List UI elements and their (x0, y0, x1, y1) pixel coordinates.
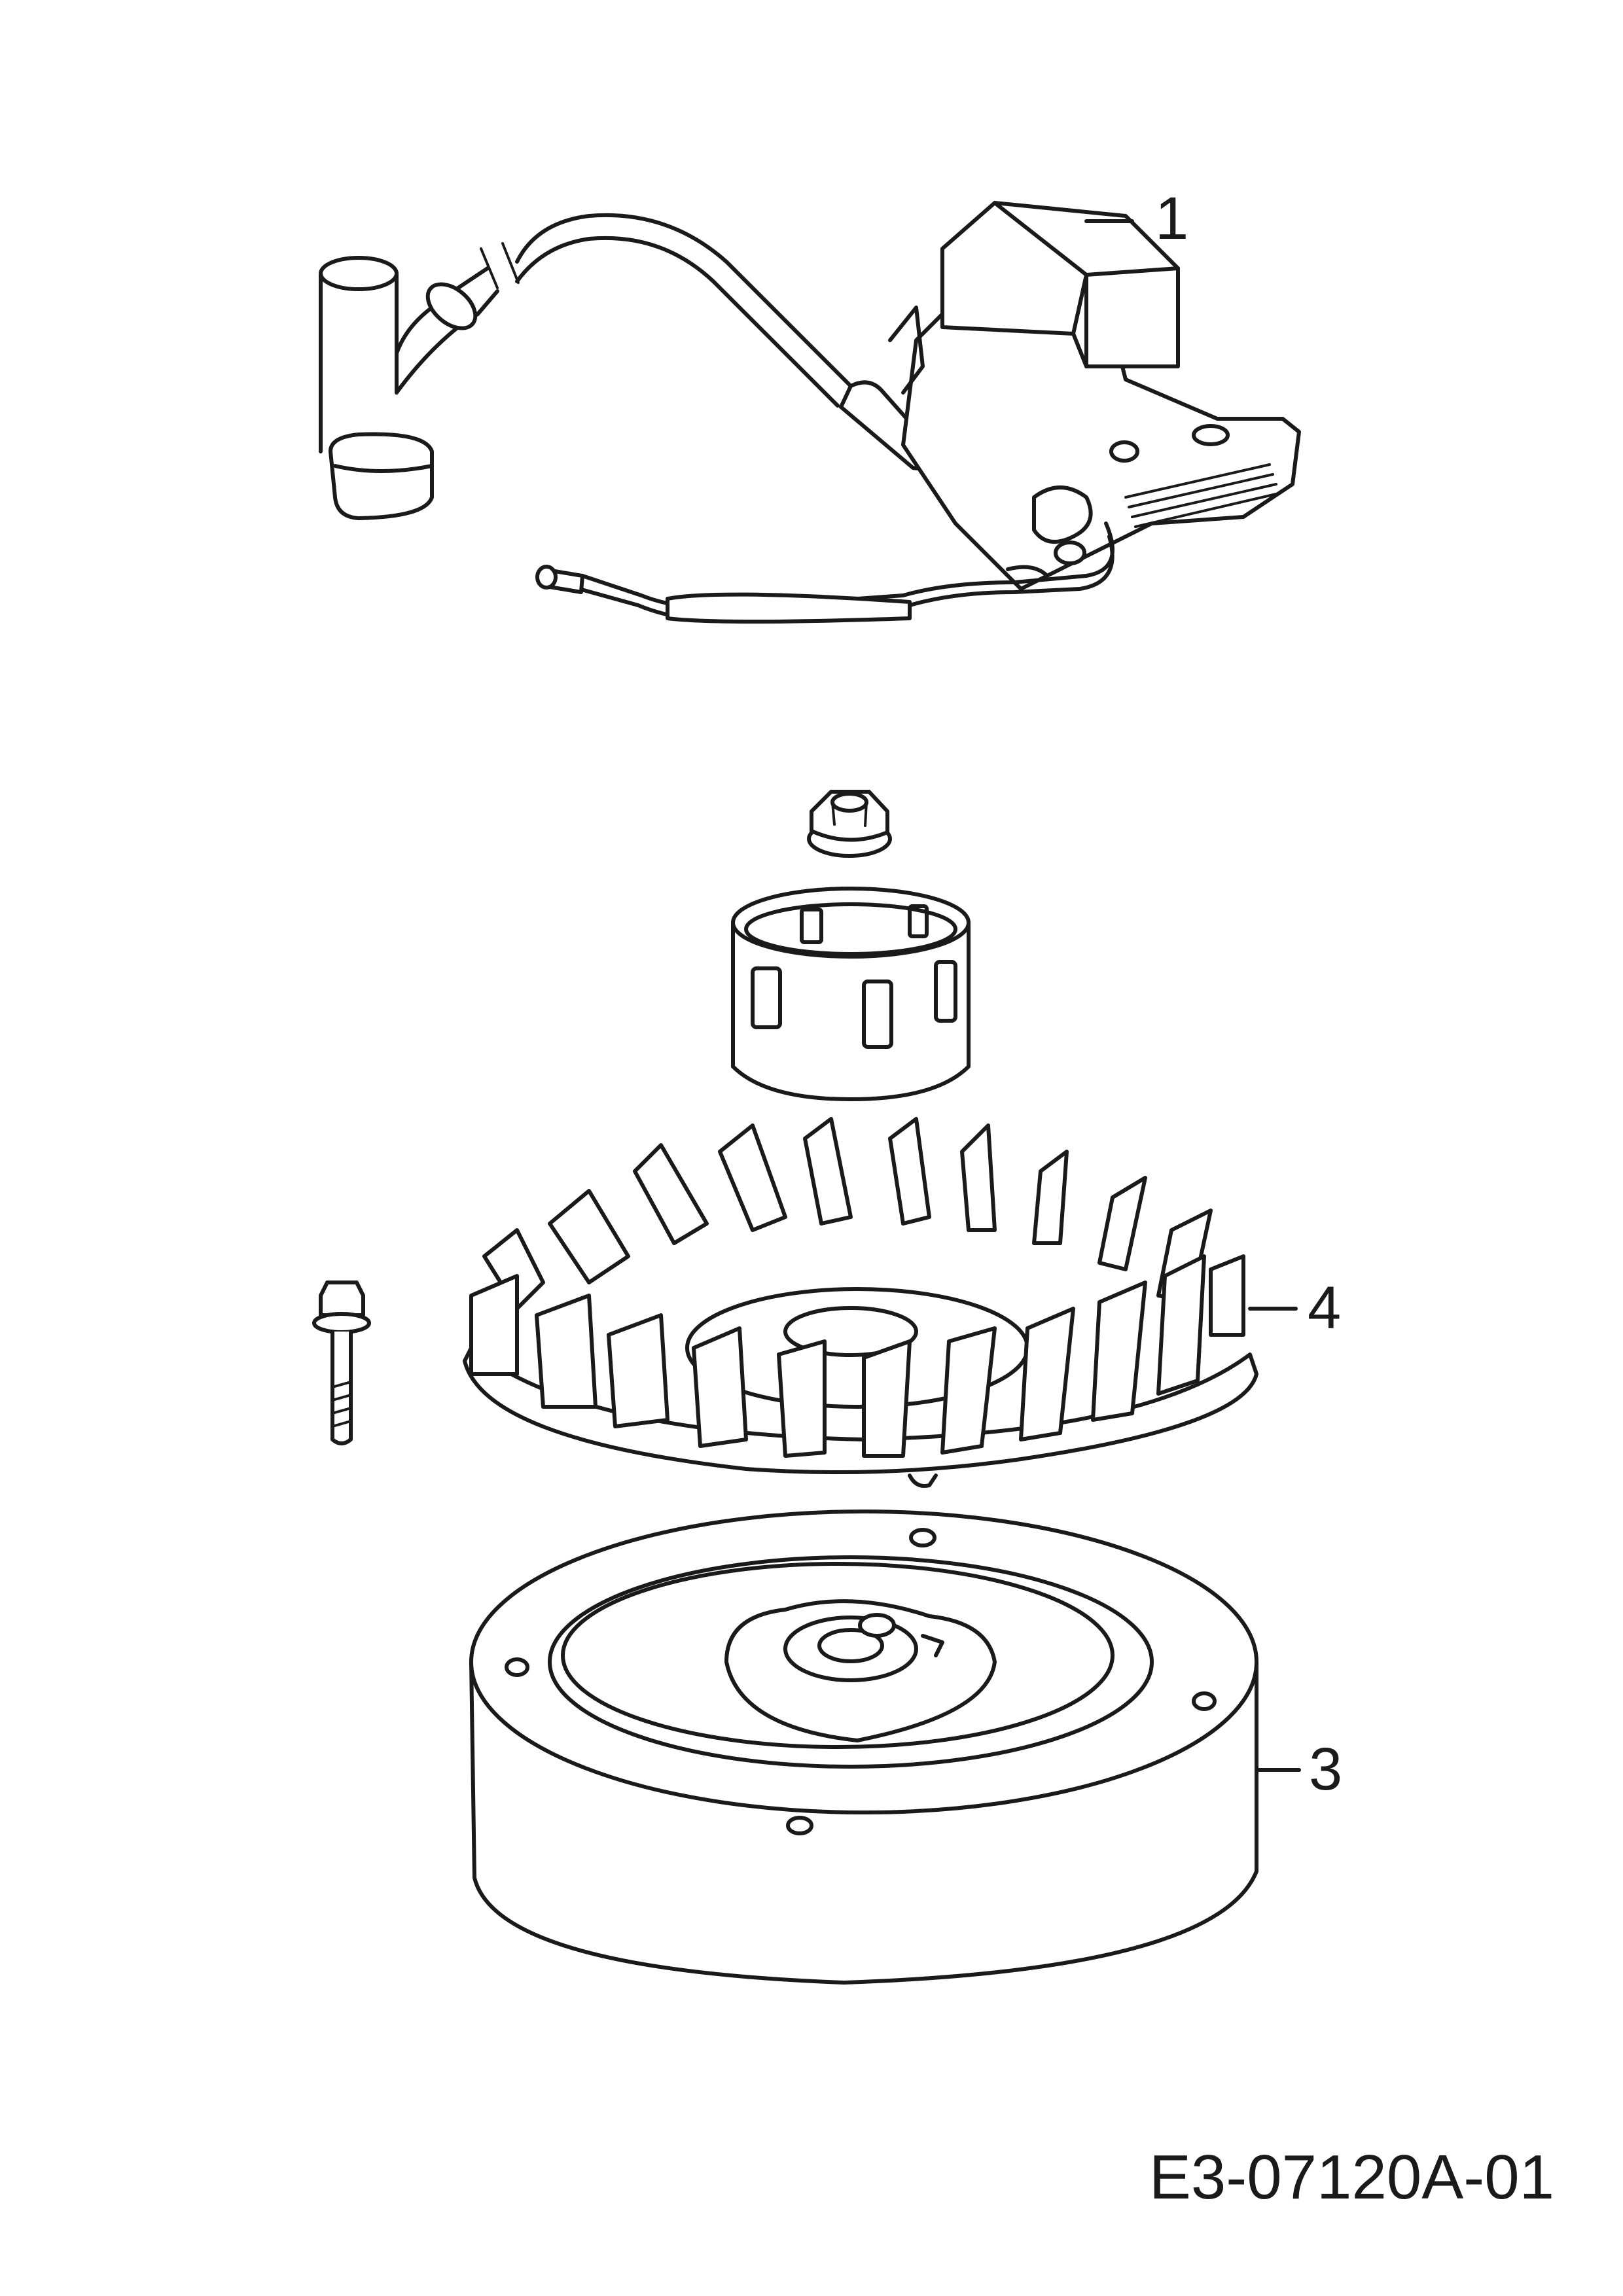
callout-3: 3 (1309, 1736, 1342, 1803)
ignition-coil-part (319, 201, 1301, 624)
callout-4: 4 (1308, 1275, 1341, 1341)
flywheel-fan-part (463, 1117, 1298, 1488)
starter-cup (731, 887, 971, 1101)
flywheel-nut (807, 790, 892, 858)
spark-plug-boot (319, 256, 434, 520)
callout-1: 1 (1155, 185, 1188, 252)
flywheel-part (469, 1510, 1301, 1985)
fan-bolt (312, 1280, 371, 1445)
figure-code: E3-07120A-01 (1149, 2142, 1554, 2212)
